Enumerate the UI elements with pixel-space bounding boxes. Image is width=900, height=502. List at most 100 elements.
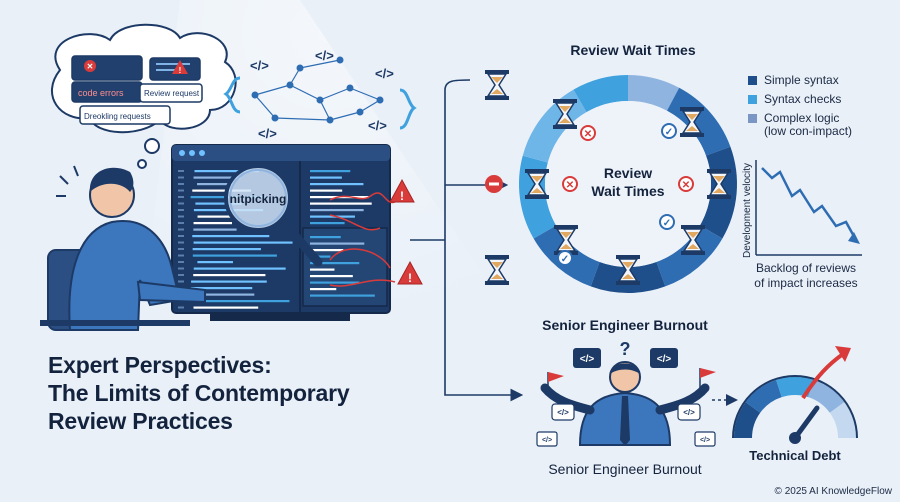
code-line [197, 183, 233, 186]
error-icon [580, 125, 596, 141]
hourglass-icon [485, 70, 509, 100]
gauge-label: Technical Debt [749, 448, 841, 463]
thought-bubble: ✕ ! [50, 23, 237, 169]
check-icon [557, 250, 573, 266]
code-line [310, 236, 341, 239]
gauge-segment [776, 377, 814, 398]
svg-text:</>: </> [580, 354, 595, 365]
svg-text:</>: </> [542, 437, 552, 444]
chart-caption-line1: Backlog of reviews [756, 261, 856, 275]
code-line [193, 241, 293, 244]
code-line [310, 249, 344, 252]
network-nodes [251, 56, 384, 124]
burnout-code-badges: </> </> </> </> </> </> [536, 348, 716, 447]
gauge-segment [829, 402, 856, 439]
check-icon [661, 123, 677, 139]
code-line [310, 209, 364, 212]
code-line [310, 189, 343, 192]
code-network [223, 59, 417, 130]
code-line [310, 222, 345, 225]
code-line [195, 202, 242, 205]
svg-text:✕: ✕ [682, 180, 690, 191]
code-line [193, 274, 266, 277]
code-line [193, 176, 241, 179]
code-line [310, 176, 342, 179]
svg-text:</>: </> [700, 437, 710, 444]
code-line [310, 268, 335, 271]
main-title-line2: The Limits of Contemporary [48, 380, 350, 406]
code-errors-label: code errors [78, 88, 124, 98]
error-icon [562, 176, 578, 192]
code-line [193, 222, 233, 225]
code-lines [178, 170, 375, 309]
code-line [310, 202, 372, 205]
flow-connectors [410, 79, 524, 402]
hourglass-group [485, 70, 731, 285]
svg-text:!: ! [408, 271, 412, 285]
engineer-figure [40, 165, 206, 331]
legend-swatch [748, 114, 757, 123]
code-line [193, 228, 237, 231]
hourglass-icon [616, 255, 640, 285]
code-line [194, 170, 259, 173]
svg-text:✓: ✓ [561, 254, 569, 265]
svg-text:✕: ✕ [584, 129, 592, 140]
ring-markers: ✕ ✕ ✕ ✓ ✓ ✓ [485, 123, 694, 266]
check-icon [659, 214, 675, 230]
chart-ylabel: Development velocity [742, 163, 753, 258]
ring-center-line1: Review [604, 165, 652, 181]
code-line [310, 262, 360, 265]
ring-segment [655, 225, 723, 287]
ring-center-line2: Wait Times [591, 183, 664, 199]
code-line [310, 294, 375, 297]
ring-segment [666, 87, 731, 157]
gauge-needle [792, 405, 820, 441]
error-icon [84, 60, 96, 72]
gauge-segment [734, 402, 761, 439]
svg-text:✕: ✕ [87, 62, 94, 71]
hourglass-icon [681, 225, 705, 255]
code-line [192, 254, 277, 257]
drekling-requests-label: Dreokling requests [84, 112, 151, 121]
code-line [197, 215, 232, 218]
review-request-label: Review request [144, 89, 200, 98]
code-line [310, 288, 337, 291]
hourglass-icon [525, 169, 549, 199]
code-line [193, 306, 259, 309]
code-symbol-1: </> [250, 58, 269, 73]
gauge-segment [745, 379, 783, 414]
legend-label: Complex logic [764, 111, 840, 125]
svg-text:?: ? [620, 339, 631, 359]
nitpicking-label: nitpicking [230, 192, 287, 206]
code-symbol-4: </> [258, 126, 277, 141]
technical-debt-gauge [732, 346, 858, 444]
code-line [310, 275, 353, 278]
burnout-heading: Senior Engineer Burnout [542, 317, 708, 333]
code-symbol-3: </> [375, 66, 394, 81]
legend-label: Simple syntax [764, 73, 839, 87]
legend-item-complex-logic: Complex logic [748, 111, 839, 125]
velocity-chart [755, 160, 862, 256]
review-wait-heading: Review Wait Times [570, 42, 695, 58]
gauge-segment [807, 379, 845, 414]
code-line [195, 293, 255, 296]
hourglass-icon [485, 255, 509, 285]
code-symbol-5: </> [368, 118, 387, 133]
error-icon [678, 176, 694, 192]
code-line [193, 267, 286, 270]
velocity-arrowhead [848, 232, 860, 244]
hourglass-icon [680, 107, 704, 137]
velocity-series-line [761, 167, 858, 241]
rising-arrow [801, 352, 845, 400]
svg-text:</>: </> [657, 354, 672, 365]
svg-text:✓: ✓ [665, 127, 673, 138]
code-line [191, 280, 267, 283]
main-title-line3: Review Practices [48, 408, 233, 434]
ring-segment [627, 75, 680, 111]
copyright: © 2025 AI KnowledgeFlow [775, 486, 893, 497]
code-line [190, 287, 253, 290]
svg-text:</>: </> [683, 408, 695, 417]
code-line [310, 242, 365, 245]
svg-text:!: ! [400, 189, 404, 203]
